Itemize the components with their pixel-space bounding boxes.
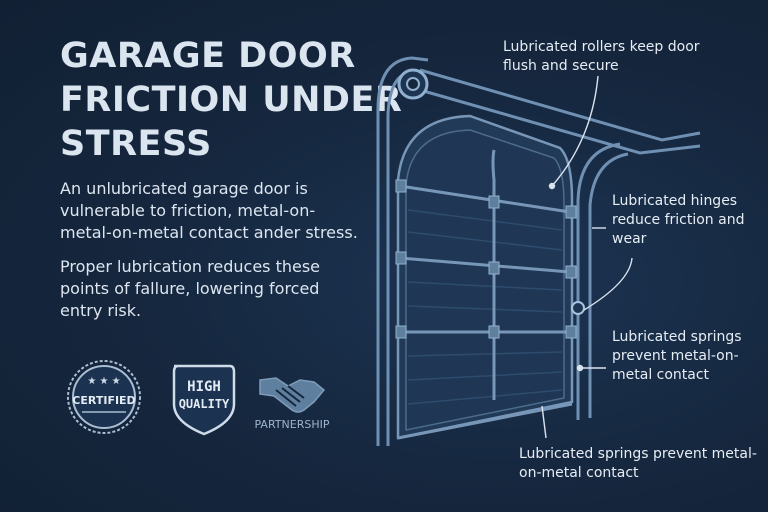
certified-label: CERTIFIED (72, 394, 135, 407)
horizontal-track (419, 68, 701, 155)
star-icon: ★ ★ ★ (87, 376, 120, 387)
intro-paragraph-1: An unlubricated garage door is vulnerabl… (60, 179, 358, 242)
right-track (576, 142, 629, 420)
callout-rollers: Lubricated rollers keep door flush and s… (503, 39, 700, 74)
page-title: GARAGE DOOR FRICTION UNDER STRESS (60, 34, 402, 166)
callout-hinges: Lubricated hinges reduce friction and we… (612, 193, 745, 247)
door-panels (395, 114, 577, 440)
title-line-3: STRESS (60, 124, 212, 164)
title-line-2: FRICTION UNDER (60, 80, 403, 120)
certified-seal-icon: ★ ★ ★ CERTIFIED (67, 360, 141, 434)
hinge-icon (571, 301, 585, 315)
title-line-1: GARAGE DOOR (60, 36, 356, 76)
high-quality-line-1: HIGH (187, 379, 221, 395)
high-quality-line-2: QUALITY (179, 397, 230, 411)
partnership-label: PARTNERSHIP (255, 418, 330, 431)
badge-row: ★ ★ ★ CERTIFIED HIGH QUALITY PARTNERSHIP (67, 360, 330, 436)
callout-springs-right: Lubricated springs prevent metal-on-meta… (612, 329, 742, 383)
callout-springs-bottom: Lubricated springs prevent metal-on-meta… (519, 446, 757, 481)
handshake-icon (259, 377, 326, 413)
shield-badge-icon: HIGH QUALITY (172, 364, 236, 436)
callout-leader-lines (541, 75, 633, 439)
intro-paragraph-2: Proper lubrication reduces these points … (60, 257, 321, 320)
svg-text:★ ★ ★: ★ ★ ★ (87, 376, 120, 387)
roller-icon (397, 68, 429, 100)
